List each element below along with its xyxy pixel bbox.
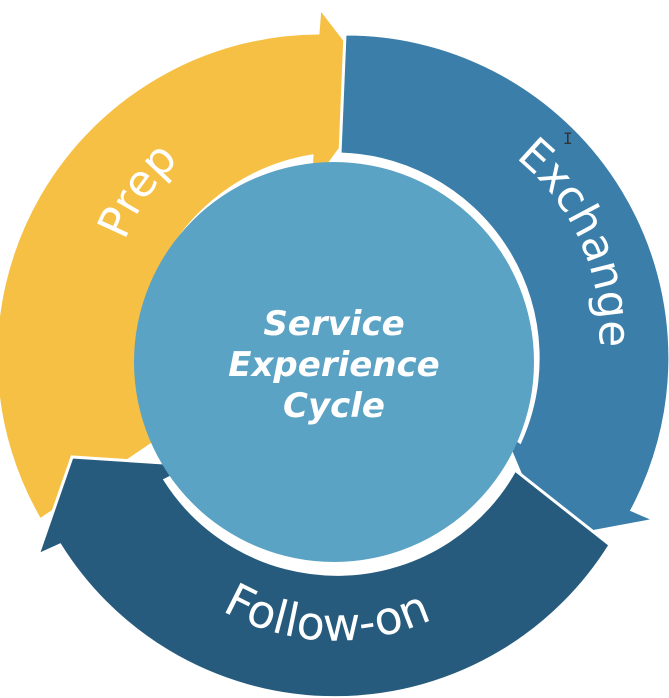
exchange-arc [338,32,669,542]
center-title-line-1: Service [263,304,404,344]
follow-on-arc [35,455,612,698]
center-title-line-3: Cycle [283,386,385,426]
text-cursor-icon: I [563,129,573,148]
center-title-line-2: Experience [228,345,439,385]
center-circle [134,162,534,562]
